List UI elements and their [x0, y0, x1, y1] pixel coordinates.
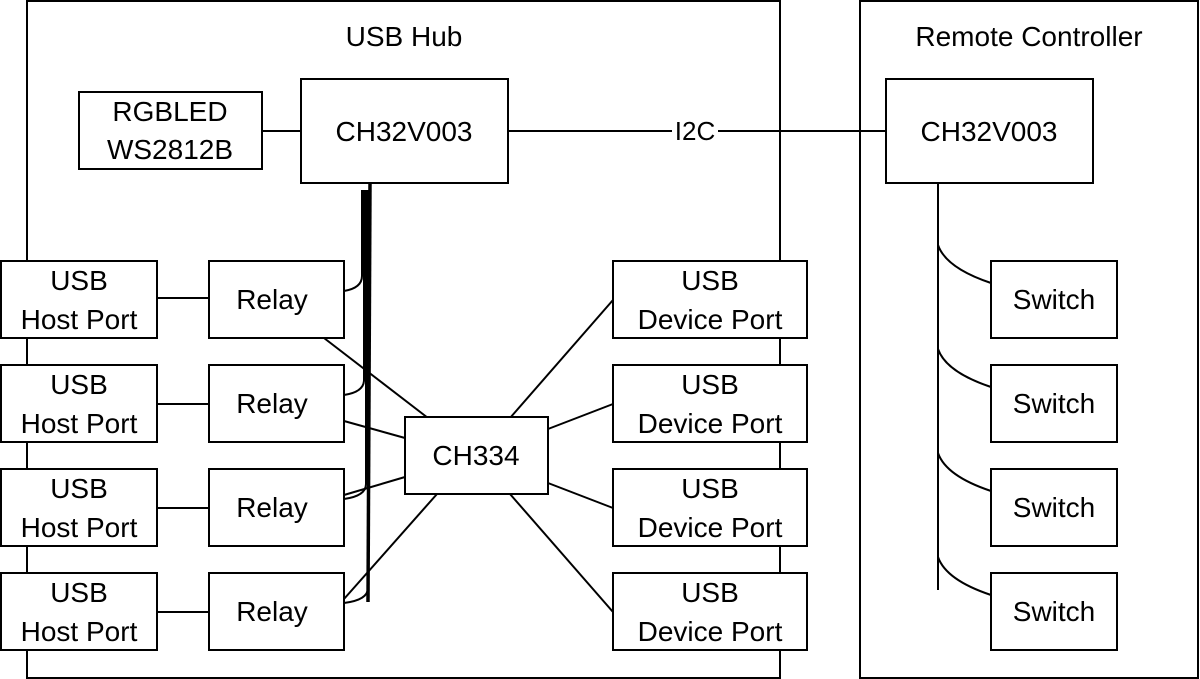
device-port-3: USB Device Port — [612, 468, 808, 547]
switch-2: Switch — [990, 364, 1118, 443]
device-port-4: USB Device Port — [612, 572, 808, 651]
device-port-2: USB Device Port — [612, 364, 808, 443]
usb-hub-frame — [26, 0, 781, 679]
wire-mcu-relay-2 — [343, 190, 365, 396]
host-port-4: USB Host Port — [0, 572, 158, 651]
wire-remote-mcu-switch-4 — [937, 556, 992, 596]
rgbled-label-line1: RGBLED — [112, 96, 227, 127]
hub-mcu-label: CH32V003 — [336, 116, 473, 147]
host-port-2: USB Host Port — [0, 364, 158, 443]
relay-4-label: Relay — [236, 596, 308, 627]
wire-remote-mcu-switch-1 — [937, 244, 992, 284]
remote-mcu-label: CH32V003 — [921, 116, 1058, 147]
host-port-2-line2: Host Port — [21, 408, 138, 439]
wire-remote-mcu-switch-2 — [937, 348, 992, 388]
rgbled-node: RGBLED WS2812B — [78, 91, 263, 170]
wire-mcu-relay-1 — [343, 190, 363, 292]
host-port-4-line1: USB — [50, 577, 108, 608]
relay-3: Relay — [208, 468, 345, 547]
host-port-4-line2: Host Port — [21, 616, 138, 647]
remote-controller-frame — [859, 0, 1199, 679]
host-port-3-line2: Host Port — [21, 512, 138, 543]
i2c-label: I2C — [675, 116, 715, 146]
wire-relay4-ch334 — [343, 493, 438, 600]
wire-ch334-device1 — [509, 299, 614, 419]
relay-1-label: Relay — [236, 284, 308, 315]
wire-mcu-relay-3 — [343, 190, 367, 500]
host-port-1-line2: Host Port — [21, 304, 138, 335]
device-port-4-line2: Device Port — [638, 616, 783, 647]
wire-remote-mcu-switch-3 — [937, 452, 992, 492]
wire-mcu-relay-4 — [343, 190, 369, 604]
switch-3: Switch — [990, 468, 1118, 547]
ch334-label: CH334 — [432, 440, 519, 471]
device-port-2-line1: USB — [681, 369, 739, 400]
device-port-2-line2: Device Port — [638, 408, 783, 439]
relay-3-label: Relay — [236, 492, 308, 523]
device-port-3-line1: USB — [681, 473, 739, 504]
device-port-3-line2: Device Port — [638, 512, 783, 543]
switch-1: Switch — [990, 260, 1118, 339]
device-port-1: USB Device Port — [612, 260, 808, 339]
relay-2: Relay — [208, 364, 345, 443]
wire-ch334-device2 — [547, 403, 614, 430]
switch-4: Switch — [990, 572, 1118, 651]
device-port-4-line1: USB — [681, 577, 739, 608]
relay-4: Relay — [208, 572, 345, 651]
relay-1: Relay — [208, 260, 345, 339]
switch-2-label: Switch — [1013, 388, 1095, 419]
usb-hub-title: USB Hub — [346, 21, 463, 52]
wire-relay2-ch334 — [343, 420, 406, 439]
host-port-1: USB Host Port — [0, 260, 158, 339]
connectors — [157, 130, 992, 613]
hub-mcu-node: CH32V003 — [300, 78, 509, 184]
host-port-2-line1: USB — [50, 369, 108, 400]
relay-2-label: Relay — [236, 388, 308, 419]
switch-1-label: Switch — [1013, 284, 1095, 315]
wire-ch334-device3 — [547, 482, 614, 509]
remote-mcu-node: CH32V003 — [885, 78, 1094, 184]
ch334-node: CH334 — [404, 416, 549, 495]
host-port-3: USB Host Port — [0, 468, 158, 547]
switch-4-label: Switch — [1013, 596, 1095, 627]
switch-3-label: Switch — [1013, 492, 1095, 523]
wire-relay3-ch334 — [343, 476, 406, 496]
device-port-1-line2: Device Port — [638, 304, 783, 335]
host-port-3-line1: USB — [50, 473, 108, 504]
wire-ch334-device4 — [509, 493, 614, 613]
rgbled-label-line2: WS2812B — [107, 134, 233, 165]
host-port-1-line1: USB — [50, 265, 108, 296]
device-port-1-line1: USB — [681, 265, 739, 296]
wire-relay1-ch334 — [323, 337, 429, 419]
remote-controller-title: Remote Controller — [915, 21, 1142, 52]
